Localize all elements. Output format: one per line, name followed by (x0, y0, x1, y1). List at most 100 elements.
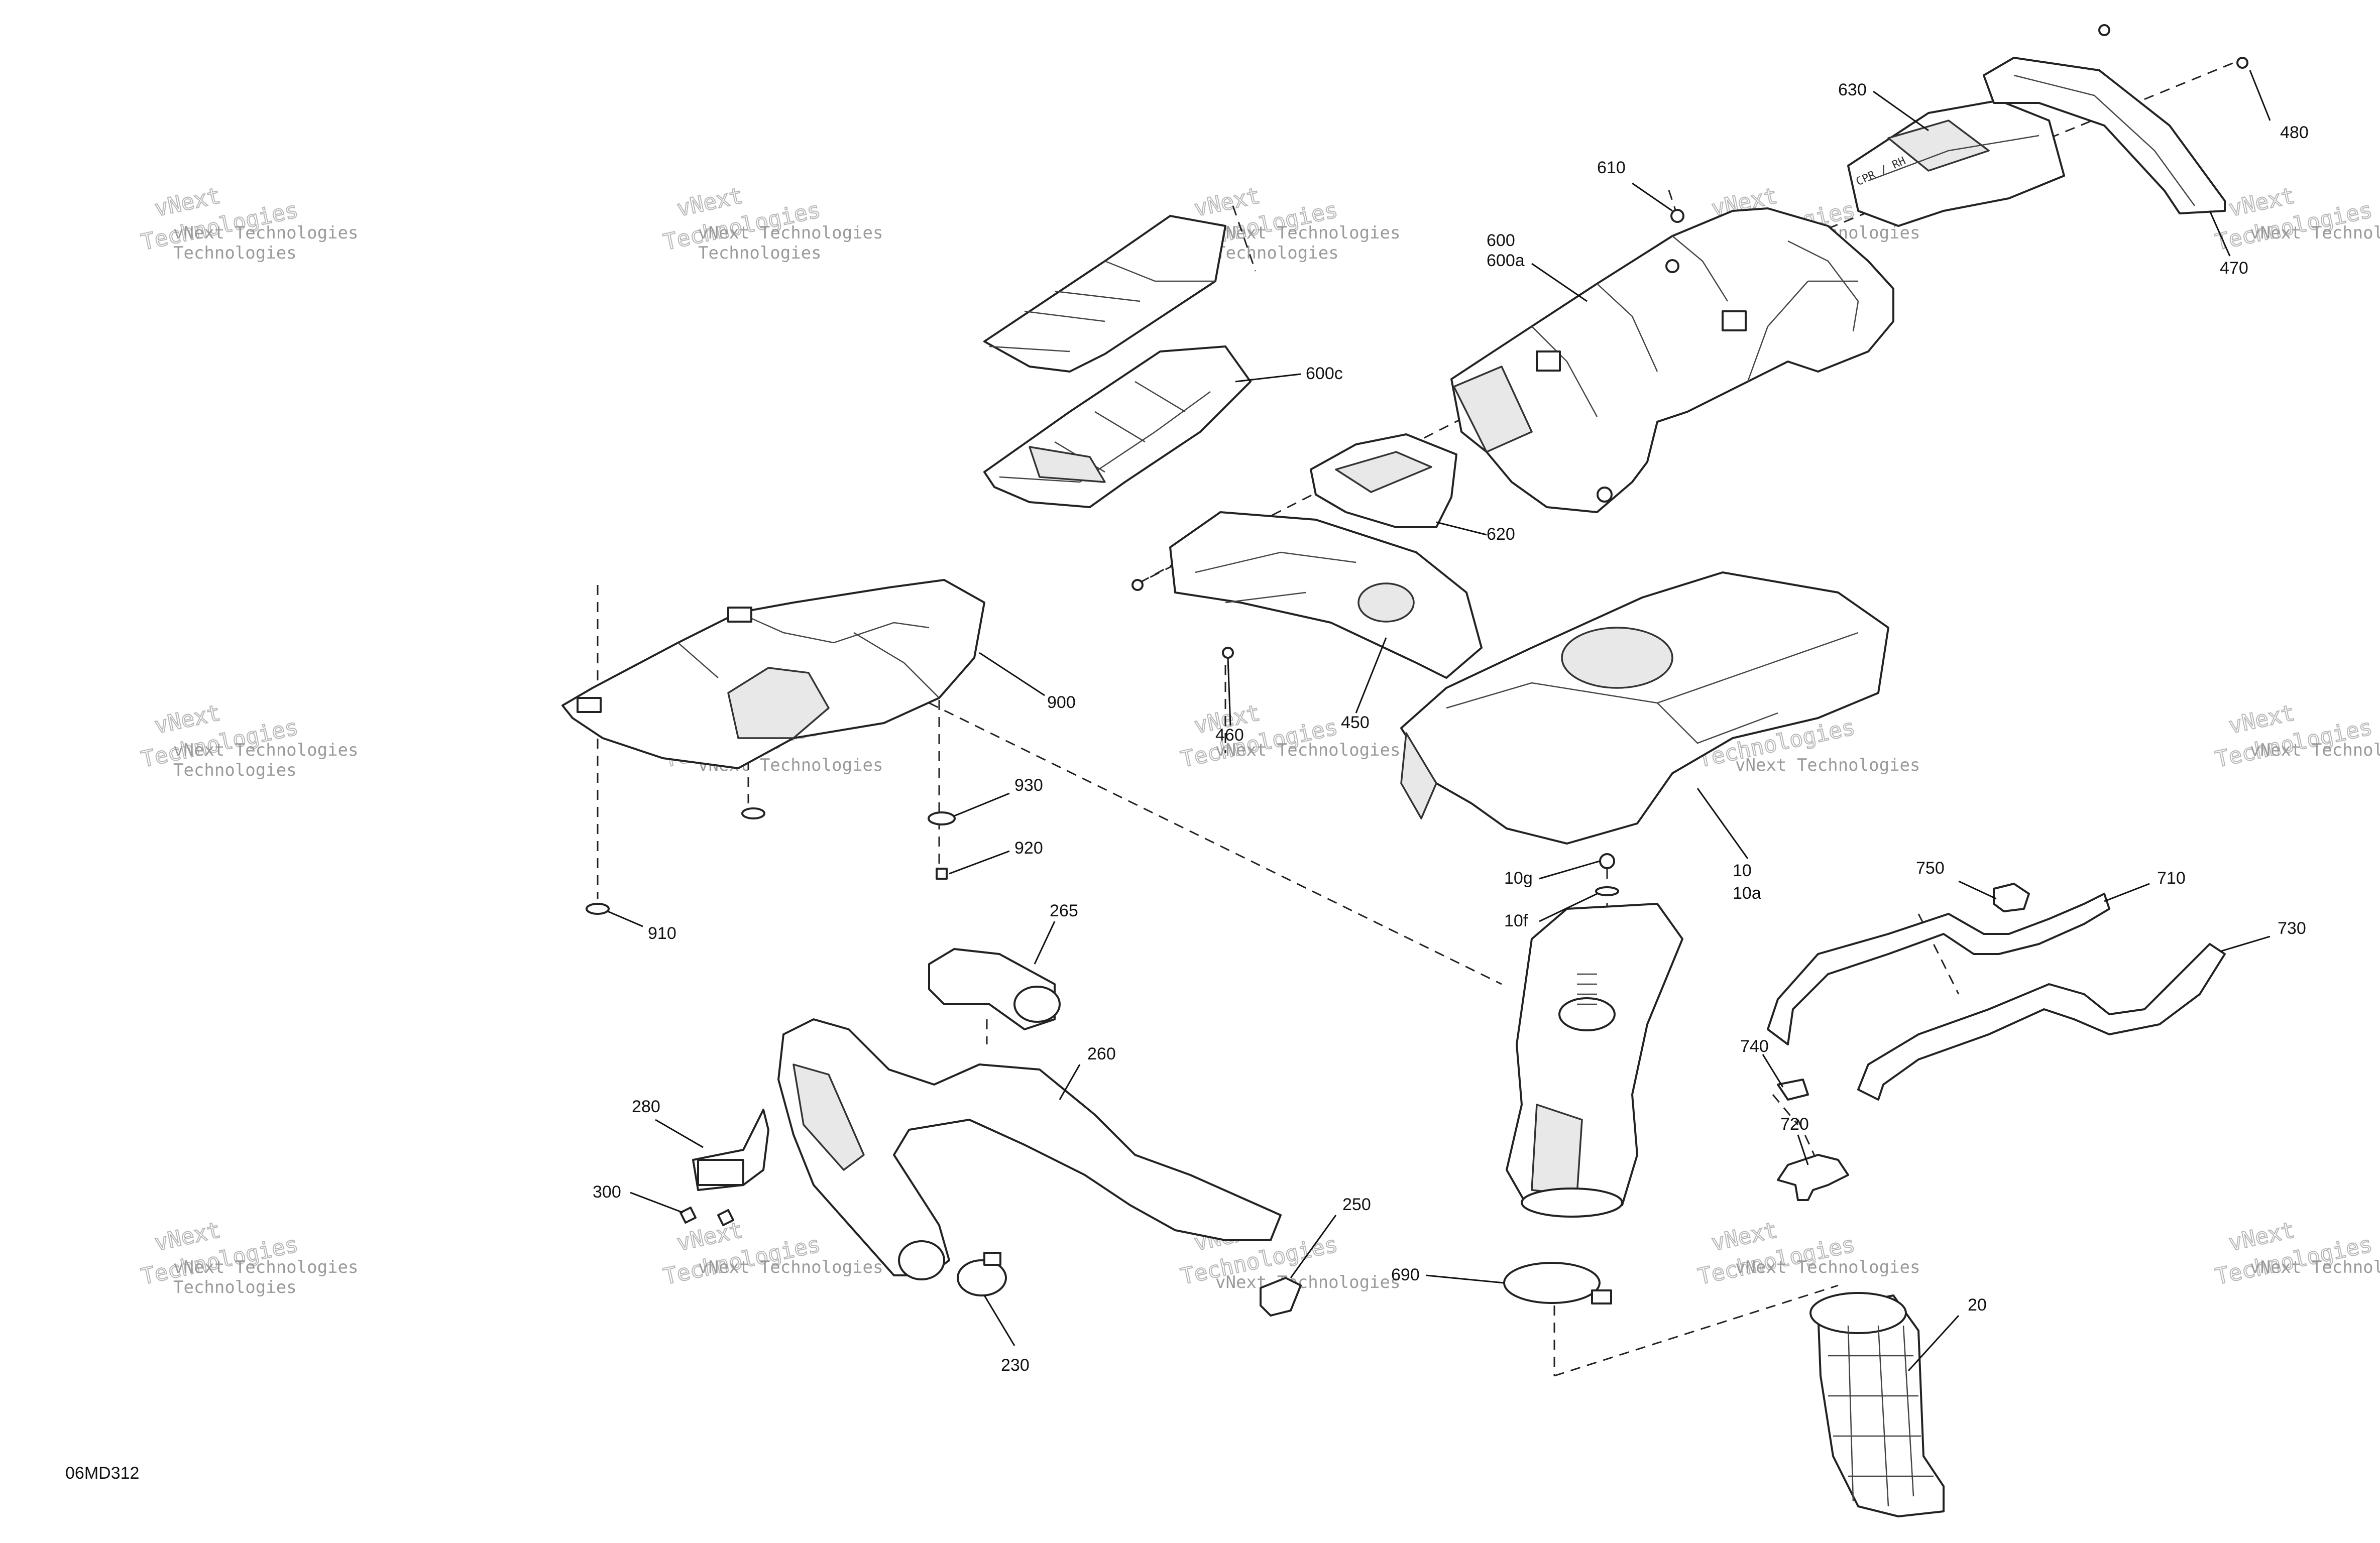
callout-250: 250 (1342, 1195, 1371, 1214)
callout-20: 20 (1968, 1295, 1987, 1315)
outlet-ring (1521, 1188, 1623, 1218)
part-clip-740 (1777, 1079, 1809, 1101)
washer (1595, 886, 1619, 896)
callout-620: 620 (1487, 525, 1515, 544)
bolt-920 (936, 868, 948, 880)
leader-300 (630, 1192, 684, 1214)
dash-line (1917, 913, 1960, 995)
leader-730 (2219, 935, 2271, 953)
watermark-text: vNext Technologies (698, 1257, 883, 1277)
part-fitting-250 (1260, 1277, 1302, 1317)
part-clamp-690 (1503, 1262, 1612, 1304)
diagram-code: 06MD312 (65, 1464, 139, 1483)
dash-line (1772, 1094, 1799, 1125)
screw-480 (2098, 24, 2110, 36)
sleeve-opening (1013, 986, 1061, 1023)
callout-750: 750 (1916, 859, 1945, 878)
leader-10f (1539, 893, 1598, 922)
callout-300: 300 (593, 1182, 621, 1202)
watermark-text: Technologies (1215, 243, 1339, 263)
callout-730: 730 (2278, 919, 2306, 938)
slot (577, 697, 602, 713)
callout-910: 910 (648, 924, 676, 943)
nut (1599, 853, 1615, 869)
callout-720: 720 (1780, 1115, 1809, 1134)
watermark-text: Technologies (698, 243, 822, 263)
clip (1722, 310, 1747, 331)
callout-10f: 10f (1504, 911, 1528, 930)
watermark-text: Technologies (173, 760, 297, 780)
part-filter-cover (983, 215, 1226, 373)
leader-900 (979, 652, 1045, 696)
leader-480 (2249, 70, 2271, 121)
part-air-filter-housing (1506, 903, 1683, 1218)
leader-260 (1059, 1064, 1081, 1100)
leader-265 (1034, 921, 1056, 965)
callout-470: 470 (2220, 259, 2248, 278)
callout-labels: 630 480 470 610 600 600a 600c 620 450 46… (593, 80, 2309, 1375)
part-hose-710 (1767, 893, 2110, 1045)
watermark-text: vNext Technologies (1735, 1257, 1920, 1277)
part-air-intake-upper-duct (1450, 207, 1894, 513)
boss (1665, 259, 1679, 273)
watermark-text: vNext Technologies (698, 223, 883, 243)
callout-630: 630 (1838, 80, 1867, 99)
callout-10g: 10g (1504, 869, 1533, 888)
leader-600c (1235, 373, 1301, 383)
callout-600a: 600a (1487, 251, 1525, 270)
watermark-text: vNext Technologies (2250, 1257, 2380, 1277)
part-cap-750 (1993, 883, 2030, 912)
watermark-text: vNext Technologies (173, 740, 358, 760)
watermark-text: Technologies (173, 243, 297, 263)
part-filter-frame (983, 345, 1252, 508)
watermark-text: vNext Technologies (173, 223, 358, 243)
grommet-910 (741, 807, 765, 819)
watermark-text: Technologies (173, 1277, 297, 1297)
leader-10 (1696, 788, 1749, 859)
part-intake-plate (1169, 511, 1483, 679)
watermarks: vNext Technologies vNext Technologies Te… (139, 182, 2380, 1297)
screw-460 (1222, 647, 1234, 659)
callout-480: 480 (2280, 123, 2309, 142)
callout-10: 10 (1733, 861, 1752, 880)
leader-630 (1873, 90, 1929, 132)
callout-710: 710 (2157, 869, 2186, 888)
part-heat-shield (561, 579, 985, 769)
part-fasteners-10f-10g (1595, 853, 1619, 896)
callout-600: 600 (1487, 231, 1515, 250)
callout-10a: 10a (1733, 884, 1761, 903)
leader-460 (1227, 657, 1231, 726)
callout-265: 265 (1050, 901, 1078, 920)
intake-port (1357, 582, 1415, 623)
leader-910 (607, 910, 643, 927)
callout-230: 230 (1001, 1356, 1030, 1375)
callout-930: 930 (1014, 776, 1043, 795)
boss (1597, 487, 1613, 503)
part-bolts-300 (679, 1207, 734, 1226)
tube-end (898, 1240, 945, 1280)
callout-460: 460 (1215, 726, 1244, 745)
part-hose-clamp-230 (957, 1252, 1007, 1296)
callout-610: 610 (1597, 158, 1626, 177)
part-t-fitting-720 (1777, 1154, 1849, 1201)
watermark-text: vNext Technologies (2250, 740, 2380, 760)
watermark-text: vNext Technologies (1735, 755, 1920, 775)
leader-690 (1426, 1274, 1505, 1284)
dash-line (1232, 205, 1257, 272)
washer-930 (928, 811, 956, 825)
leader-230 (983, 1295, 1015, 1346)
clamp-screw (1591, 1289, 1612, 1304)
part-end-cap (1983, 57, 2226, 214)
part-sleeve-265 (928, 948, 1061, 1030)
leader-600a (1531, 263, 1588, 302)
leader-lines (607, 70, 2271, 1372)
part-hardware-900-series (586, 807, 956, 915)
part-small-fasteners (1131, 24, 2248, 659)
leader-710 (2104, 883, 2150, 902)
callout-260: 260 (1087, 1044, 1116, 1063)
part-duct-insert: CPR / RH (1847, 99, 2065, 227)
watermark-text: vNext Technologies (1215, 223, 1400, 243)
callout-920: 920 (1014, 839, 1043, 858)
slot (727, 607, 752, 623)
